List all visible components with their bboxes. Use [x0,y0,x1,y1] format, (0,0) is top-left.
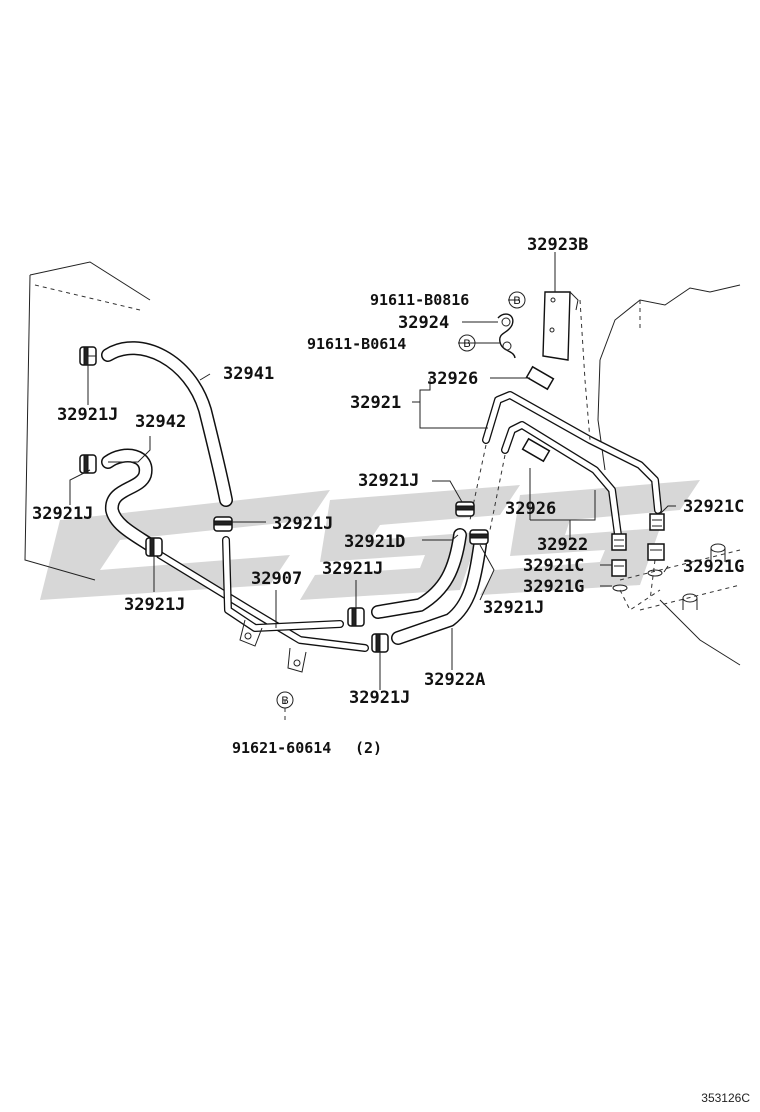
gasket-32921G-right [647,569,663,577]
bolt-letter-3: B [281,695,288,707]
leader-lines [69,252,676,690]
guide-lines [284,299,661,720]
label-32921G-mid: 32921G [523,577,584,597]
label-32921J-6: 32921J [124,595,185,615]
label-32923B: 32923B [527,235,588,255]
gasket-32921G-mid [612,584,628,592]
label-32921J-5: 32921J [322,559,383,579]
union-32921C-right [647,513,665,561]
bolt-letter-2: B [463,338,470,350]
clamp-32921J-e [455,501,475,517]
bolt-marker-2: B [458,334,476,352]
pipe-32907 [156,536,369,673]
label-32942: 32942 [135,412,186,432]
label-32921J-2: 32921J [32,504,93,524]
label-32921J-8: 32921J [349,688,410,708]
label-32921J-3: 32921J [358,471,419,491]
body-outline-right [597,284,741,666]
hose-32921D [371,528,467,619]
engine-outline-left [24,261,151,581]
label-32922: 32922 [537,535,588,555]
clamp-32924 [497,313,516,359]
part-labels: 32923B 91611-B0816 32924 91611-B0614 329… [32,235,744,757]
label-32922A: 32922A [424,670,485,690]
bracket-32923B [542,291,579,361]
label-32921J-1: 32921J [57,405,118,425]
label-32926-mid: 32926 [505,499,556,519]
label-32921C-right: 32921C [683,497,744,517]
bolt-marker-3: B [276,691,294,709]
label-32941: 32941 [223,364,274,384]
label-91611-B0614: 91611-B0614 [307,335,406,353]
label-91611-B0816: 91611-B0816 [370,291,469,309]
clamp-32921J-b [79,454,97,474]
label-91621-60614: 91621-60614 [232,739,331,757]
bolt-letter-1: B [513,295,520,307]
label-32921J-4: 32921J [272,514,333,534]
grommet-32926-mid [521,437,551,463]
hose-32922A [391,538,487,645]
clamp-32921J-c [213,516,233,532]
label-32926-top: 32926 [427,369,478,389]
pipe-32921 [482,391,662,514]
label-32921C-mid: 32921C [523,556,584,576]
grommet-32926-top [525,365,555,391]
hose-32942 [101,448,157,552]
pipe-32922 [501,421,622,539]
illustration-code: 353126C [701,1091,750,1105]
clamp-32921J-h [371,633,389,653]
label-32921: 32921 [350,393,401,413]
label-quantity-91621: (2) [355,739,382,757]
union-32921C-mid [611,533,627,577]
label-32924: 32924 [398,313,449,333]
label-32921D: 32921D [344,532,405,552]
label-32907: 32907 [251,569,302,589]
clamp-32921J-f [469,529,489,545]
bolt-marker-1: B [508,291,526,309]
clamp-32921J-d [145,537,163,557]
clamp-32921J-g [347,607,365,627]
label-32921G-right: 32921G [683,557,744,577]
label-32921J-7: 32921J [483,598,544,618]
hose-32941 [101,341,233,507]
